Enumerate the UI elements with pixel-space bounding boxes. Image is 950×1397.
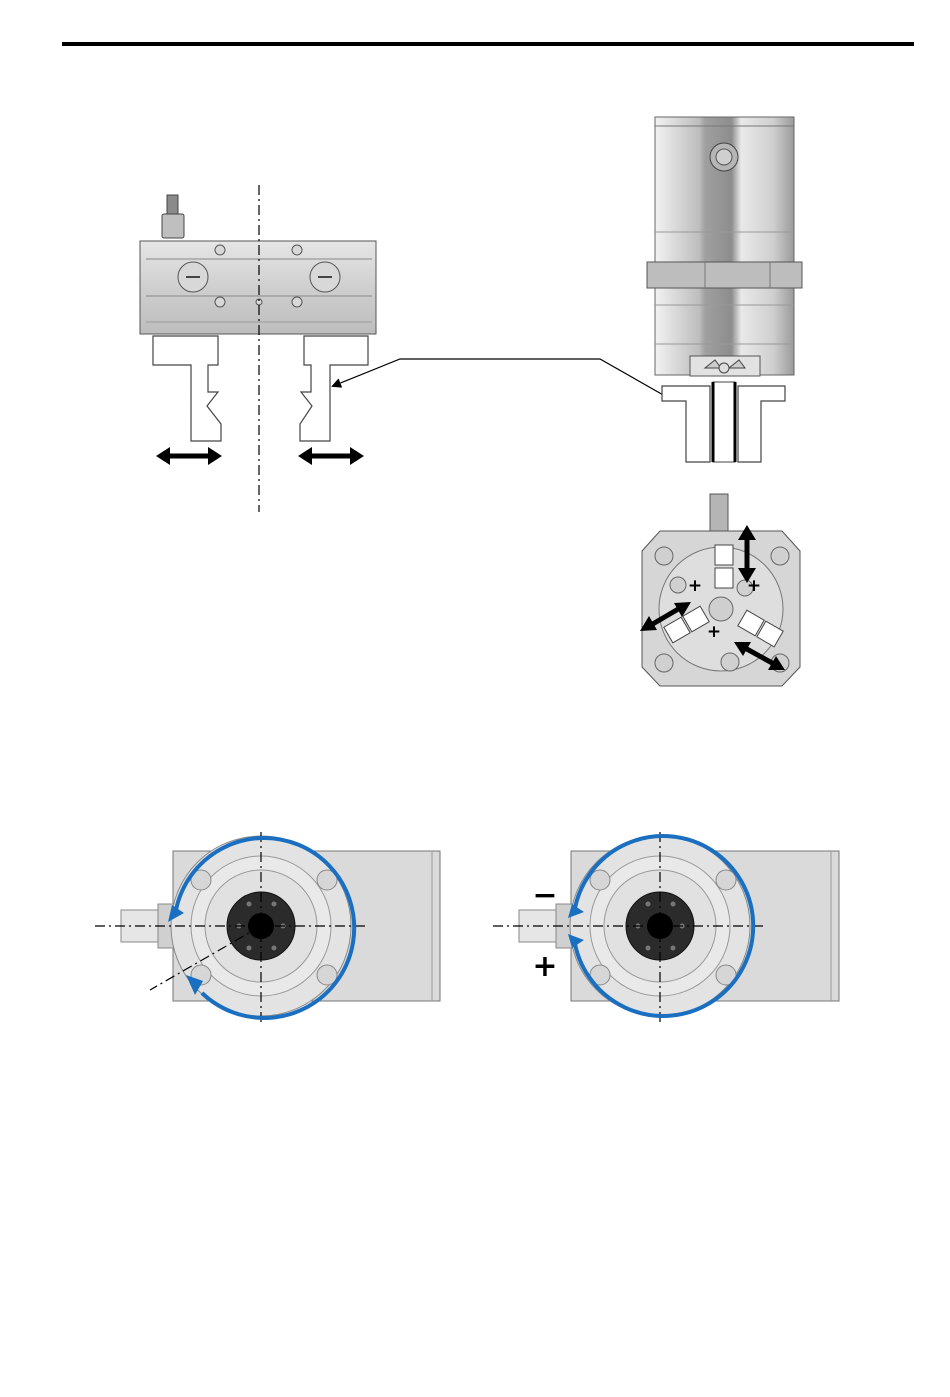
left-jaw (153, 336, 221, 441)
cable-top (710, 494, 728, 532)
jaw-mark-plus-1: + (688, 576, 702, 596)
cable-connector (162, 214, 184, 238)
right-jaw (300, 336, 368, 441)
side-jaw-middle (713, 382, 735, 462)
top-jaw-1b (715, 568, 733, 588)
rotation-minus-label: − (532, 878, 557, 913)
rotation-plus-label: + (532, 949, 557, 984)
parallel-gripper (140, 185, 376, 512)
three-jaw-gripper-top: + + + (640, 494, 800, 686)
cable (167, 195, 178, 215)
rotary-module-left (95, 832, 440, 1026)
side-jaw-right (738, 386, 785, 462)
three-jaw-gripper-side (647, 117, 802, 462)
clamp-ring (647, 262, 802, 288)
rotary-module-right: − + (493, 832, 839, 1026)
gripper-body (140, 241, 376, 334)
top-jaw-1a (715, 545, 733, 565)
jaw-mark-plus-3: + (707, 622, 721, 642)
side-jaw-left (662, 386, 710, 462)
jaw-motion-arrow-left (156, 447, 222, 465)
leader-line (333, 359, 665, 396)
header-rule (62, 42, 914, 46)
jaw-motion-arrow-right (298, 447, 364, 465)
